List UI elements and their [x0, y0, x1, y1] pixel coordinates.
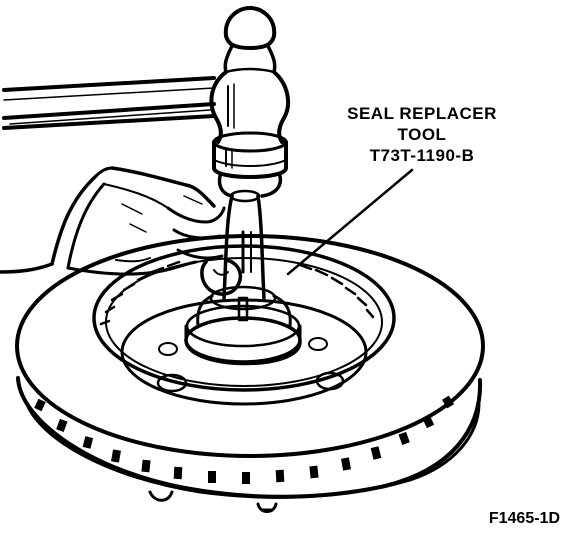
callout-line-1: SEAL REPLACER: [347, 104, 497, 123]
callout-leader-line: [286, 168, 414, 276]
brake-rotor: [15, 234, 485, 513]
callout-label: SEAL REPLACER TOOL T73T-1190-B: [334, 103, 510, 166]
callout-line-2: TOOL: [397, 125, 447, 144]
rotor-vent-vanes: [99, 260, 375, 326]
seal-replacer-base: [184, 285, 302, 366]
seal-replacer-shaft: [222, 189, 266, 322]
figure-id: F1465-1D: [488, 510, 560, 527]
rotor-edge-slots: [34, 395, 455, 484]
hammer: [209, 6, 291, 198]
hammer-handle: [2, 76, 216, 130]
callout-line-3: T73T-1190-B: [369, 146, 475, 165]
hand-holding-tool: [0, 166, 243, 296]
